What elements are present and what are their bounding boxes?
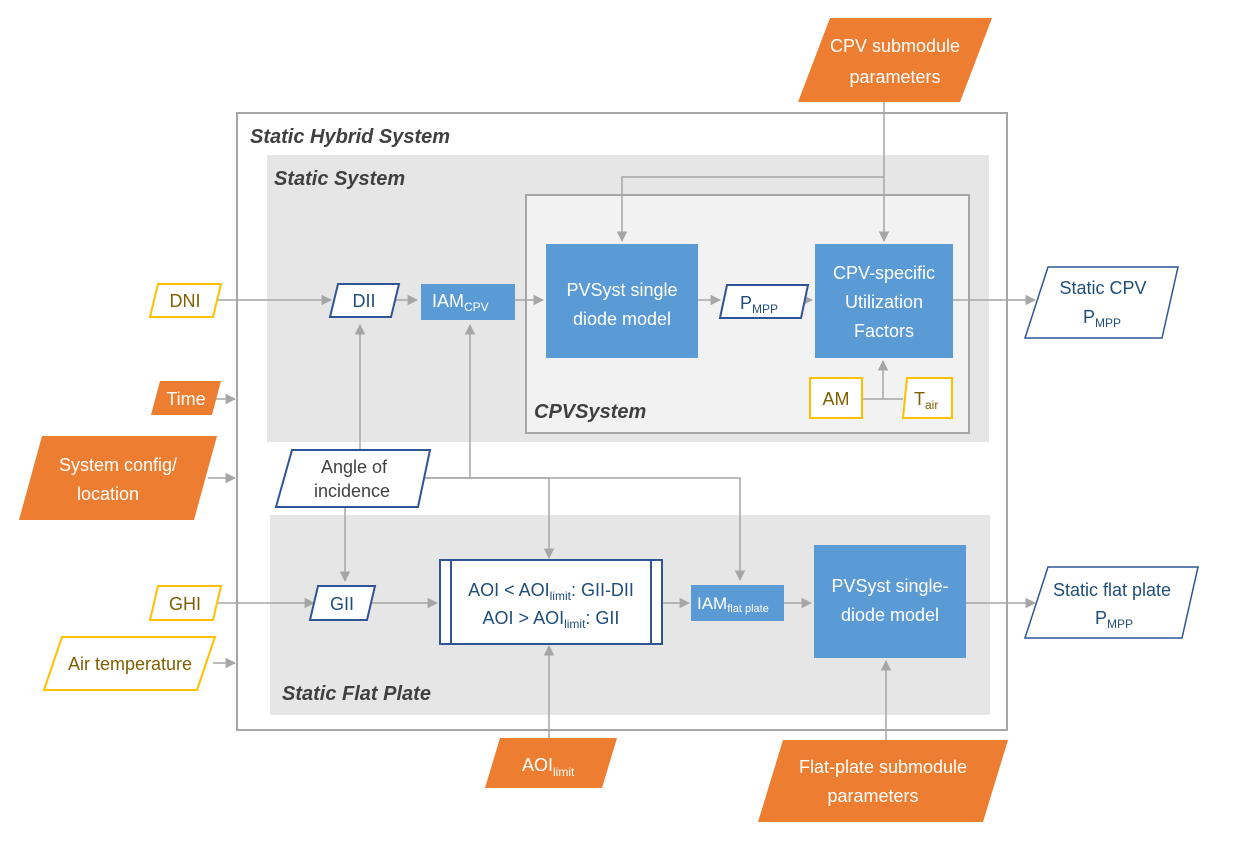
static-cpv-line1: Static CPV [1059,278,1146,298]
connector-lines [208,100,1037,740]
util-line2: Utilization [845,292,923,312]
util-line1: CPV-specific [833,263,935,283]
tair-input: Tair [901,377,953,419]
system-config-input: System config/ location [19,436,217,520]
am-input: AM [809,377,863,419]
static-hybrid-system-title: Static Hybrid System [250,126,450,148]
pmpp-label: PMPP [740,293,778,316]
time-input: Time [151,381,221,415]
pmpp-node: PMPP [718,284,810,319]
aoi-decision-box: AOI < AOIlimit: GII-DII AOI > AOIlimit: … [439,559,663,645]
dii-label: DII [352,291,375,311]
system-config-line1: System config/ [59,455,177,475]
ghi-label: GHI [169,594,201,614]
angle-line1: Angle of [321,457,388,477]
flat-params-line2: parameters [827,786,918,806]
decision-line2: AOI > AOIlimit: GII [483,608,620,631]
flat-params-line1: Flat-plate submodule [799,757,967,777]
static-flat-line1: Static flat plate [1053,580,1171,600]
aoi-limit-label: AOIlimit [522,755,575,779]
static-system-title: Static System [274,168,405,190]
dni-label: DNI [170,291,201,311]
static-flat-plate-output: Static flat plate PMPP [1023,566,1199,639]
cpv-system-title: CPVSystem [534,401,646,423]
static-flat-line2: PMPP [1095,608,1133,631]
am-label: AM [823,389,850,409]
iam-flat-plate-node: IAMflat plate [691,585,784,621]
pvsyst-flat-line2: diode model [841,605,939,625]
cpv-submodule-parameters-input: CPV submodule parameters [798,18,992,102]
static-cpv-output: Static CPV PMPP [1023,266,1179,339]
cpv-params-line1: CPV submodule [830,36,960,56]
gii-node: GII [308,585,377,621]
air-temperature-label: Air temperature [68,654,192,674]
ghi-input: GHI [148,585,223,621]
angle-line2: incidence [314,481,390,501]
util-line3: Factors [854,321,914,341]
static-cpv-line2: PMPP [1083,307,1121,330]
angle-of-incidence-node: Angle of incidence [274,449,432,508]
air-temperature-input: Air temperature [42,636,217,691]
pvsyst-cpv-model: PVSyst single diode model [546,244,698,358]
gii-label: GII [330,594,354,614]
cpv-utilization-factors: CPV-specific Utilization Factors [815,244,953,358]
dni-input: DNI [148,283,223,318]
tair-label: Tair [914,389,938,412]
dii-node: DII [328,283,401,318]
static-flat-plate-title: Static Flat Plate [282,683,431,705]
pvsyst-cpv-line1: PVSyst single [566,280,677,300]
decision-line1: AOI < AOIlimit: GII-DII [468,580,634,603]
time-label: Time [166,389,205,409]
pvsyst-cpv-line2: diode model [573,309,671,329]
pvsyst-flat-line1: PVSyst single- [831,576,948,596]
system-config-line2: location [77,484,139,504]
iam-cpv-node: IAMCPV [421,284,515,320]
cpv-params-line2: parameters [849,67,940,87]
iam-cpv-label: IAMCPV [432,291,489,314]
iam-flat-label: IAMflat plate [697,594,769,615]
pvsyst-flat-model: PVSyst single- diode model [814,545,966,658]
aoi-limit-input: AOIlimit [485,738,617,788]
flat-plate-submodule-parameters-input: Flat-plate submodule parameters [758,740,1008,822]
